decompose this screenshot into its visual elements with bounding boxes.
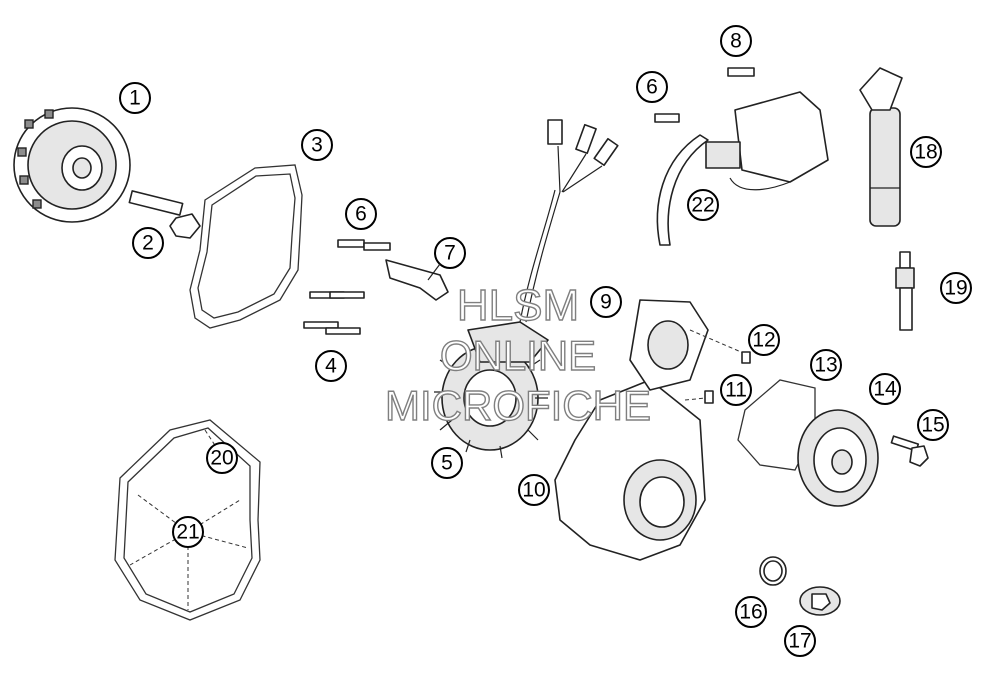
- callout-13: 13: [810, 349, 842, 381]
- watermark-line-2: ONLINE: [440, 332, 596, 379]
- callout-8: 8: [720, 25, 752, 57]
- callout-15: 15: [917, 409, 949, 441]
- callout-9: 9: [590, 286, 622, 318]
- dowel-pin-11: [704, 390, 714, 404]
- callout-21: 21: [172, 516, 204, 548]
- svg-text:14: 14: [873, 378, 897, 401]
- bottom-gasket: [114, 419, 261, 621]
- stator-assembly: [434, 119, 619, 459]
- callout-6b: 6: [636, 71, 668, 103]
- svg-text:6: 6: [646, 76, 658, 99]
- watermark-line-3: MICROFICHE: [385, 382, 651, 429]
- spark-plug-cap: [859, 67, 903, 227]
- leader-7: [427, 263, 441, 281]
- inspection-cover: [797, 409, 879, 507]
- watermark: HLSM ONLINE MICROFICHE: [384, 280, 651, 429]
- cover-gasket: [189, 164, 303, 329]
- callout-11: 11: [720, 374, 752, 406]
- svg-text:12: 12: [752, 329, 775, 352]
- flywheel-rotor: [13, 107, 131, 223]
- svg-text:9: 9: [600, 291, 612, 314]
- svg-text:15: 15: [921, 414, 944, 437]
- rotor-bolt: [128, 190, 201, 239]
- callout-2: 2: [132, 227, 164, 259]
- callout-12: 12: [748, 324, 780, 356]
- svg-text:6: 6: [355, 203, 367, 226]
- inspection-plug: [799, 586, 841, 616]
- spark-plug: [895, 251, 915, 331]
- cover-gasket-inner: [197, 173, 296, 319]
- svg-text:16: 16: [739, 601, 762, 624]
- callout-3: 3: [301, 129, 333, 161]
- callout-20: 20: [206, 442, 238, 474]
- callout-17: 17: [784, 625, 816, 657]
- svg-text:4: 4: [325, 355, 337, 378]
- watermark-line-1: HLSM: [457, 281, 579, 330]
- callout-7: 7: [434, 237, 466, 269]
- svg-text:18: 18: [914, 141, 937, 164]
- svg-text:2: 2: [142, 232, 154, 255]
- svg-text:13: 13: [814, 354, 837, 377]
- cable-bracket: [385, 259, 449, 301]
- svg-text:5: 5: [441, 452, 453, 475]
- svg-text:8: 8: [730, 30, 742, 53]
- o-ring-inner: [763, 560, 783, 582]
- callout-5: 5: [431, 447, 463, 479]
- svg-text:17: 17: [788, 630, 811, 653]
- svg-text:10: 10: [522, 479, 545, 502]
- svg-text:7: 7: [444, 242, 456, 265]
- svg-text:1: 1: [129, 87, 141, 110]
- callout-16: 16: [735, 596, 767, 628]
- svg-text:21: 21: [176, 521, 199, 544]
- svg-text:20: 20: [210, 447, 233, 470]
- callout-6a: 6: [345, 198, 377, 230]
- svg-text:19: 19: [944, 277, 967, 300]
- callout-18: 18: [910, 136, 942, 168]
- dowel-pin-12: [741, 351, 751, 364]
- cover-bolt: [890, 435, 929, 467]
- ignition-cover: [554, 299, 749, 561]
- svg-text:22: 22: [691, 194, 714, 217]
- bolt-set: [303, 291, 365, 335]
- svg-text:11: 11: [725, 379, 747, 402]
- bracket-bolts: [337, 239, 391, 251]
- callout-14: 14: [869, 373, 901, 405]
- callout-22: 22: [687, 189, 719, 221]
- callout-10: 10: [518, 474, 550, 506]
- svg-text:3: 3: [311, 134, 323, 157]
- callout-4: 4: [315, 350, 347, 382]
- callout-1: 1: [119, 82, 151, 114]
- ignition-coil: [654, 67, 829, 246]
- callout-19: 19: [940, 272, 972, 304]
